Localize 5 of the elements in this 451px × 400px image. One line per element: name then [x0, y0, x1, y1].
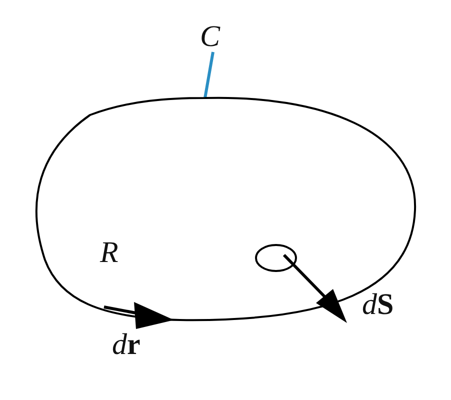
vector-label: dr	[112, 330, 140, 360]
vector-label: dS	[362, 290, 394, 320]
leader-line	[204, 52, 214, 98]
curve-label: C	[200, 22, 220, 52]
region-label: R	[100, 238, 118, 268]
